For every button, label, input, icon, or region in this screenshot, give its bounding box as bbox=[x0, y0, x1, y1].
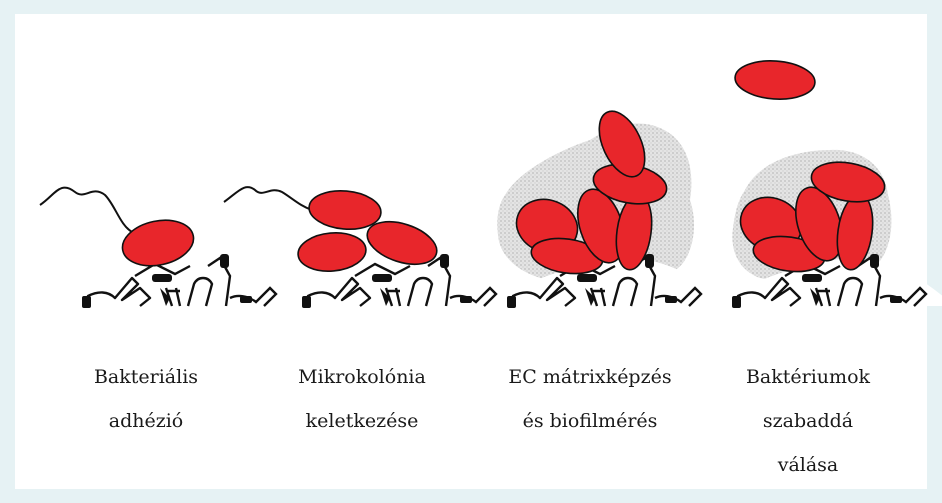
caption-line: és biofilmérés bbox=[480, 410, 700, 432]
caption-line: keletkezése bbox=[262, 410, 462, 432]
stage-1-art bbox=[40, 188, 305, 308]
flagellum bbox=[40, 188, 132, 232]
bacterium bbox=[307, 188, 382, 232]
stage-4-art bbox=[730, 58, 942, 308]
caption-line: Mikrokolónia bbox=[262, 366, 462, 388]
caption-line: EC mátrixképzés bbox=[480, 366, 700, 388]
flagellum bbox=[224, 187, 312, 210]
stage-1-caption: Bakteriális adhézió bbox=[66, 344, 226, 454]
caption-line: Bakteriális bbox=[66, 366, 226, 388]
bacterium bbox=[296, 230, 367, 274]
stage-4-caption: Baktériumok szabaddá válása bbox=[718, 344, 898, 498]
caption-line: adhézió bbox=[66, 410, 226, 432]
caption-line: szabaddá bbox=[718, 410, 898, 432]
stage-3-art bbox=[497, 104, 730, 308]
stage-2-caption: Mikrokolónia keletkezése bbox=[262, 344, 462, 454]
bacterium-released bbox=[734, 58, 816, 101]
stage-3-caption: EC mátrixképzés és biofilmérés bbox=[480, 344, 700, 454]
caption-line: válása bbox=[718, 454, 898, 476]
caption-line: Baktériumok bbox=[718, 366, 898, 388]
